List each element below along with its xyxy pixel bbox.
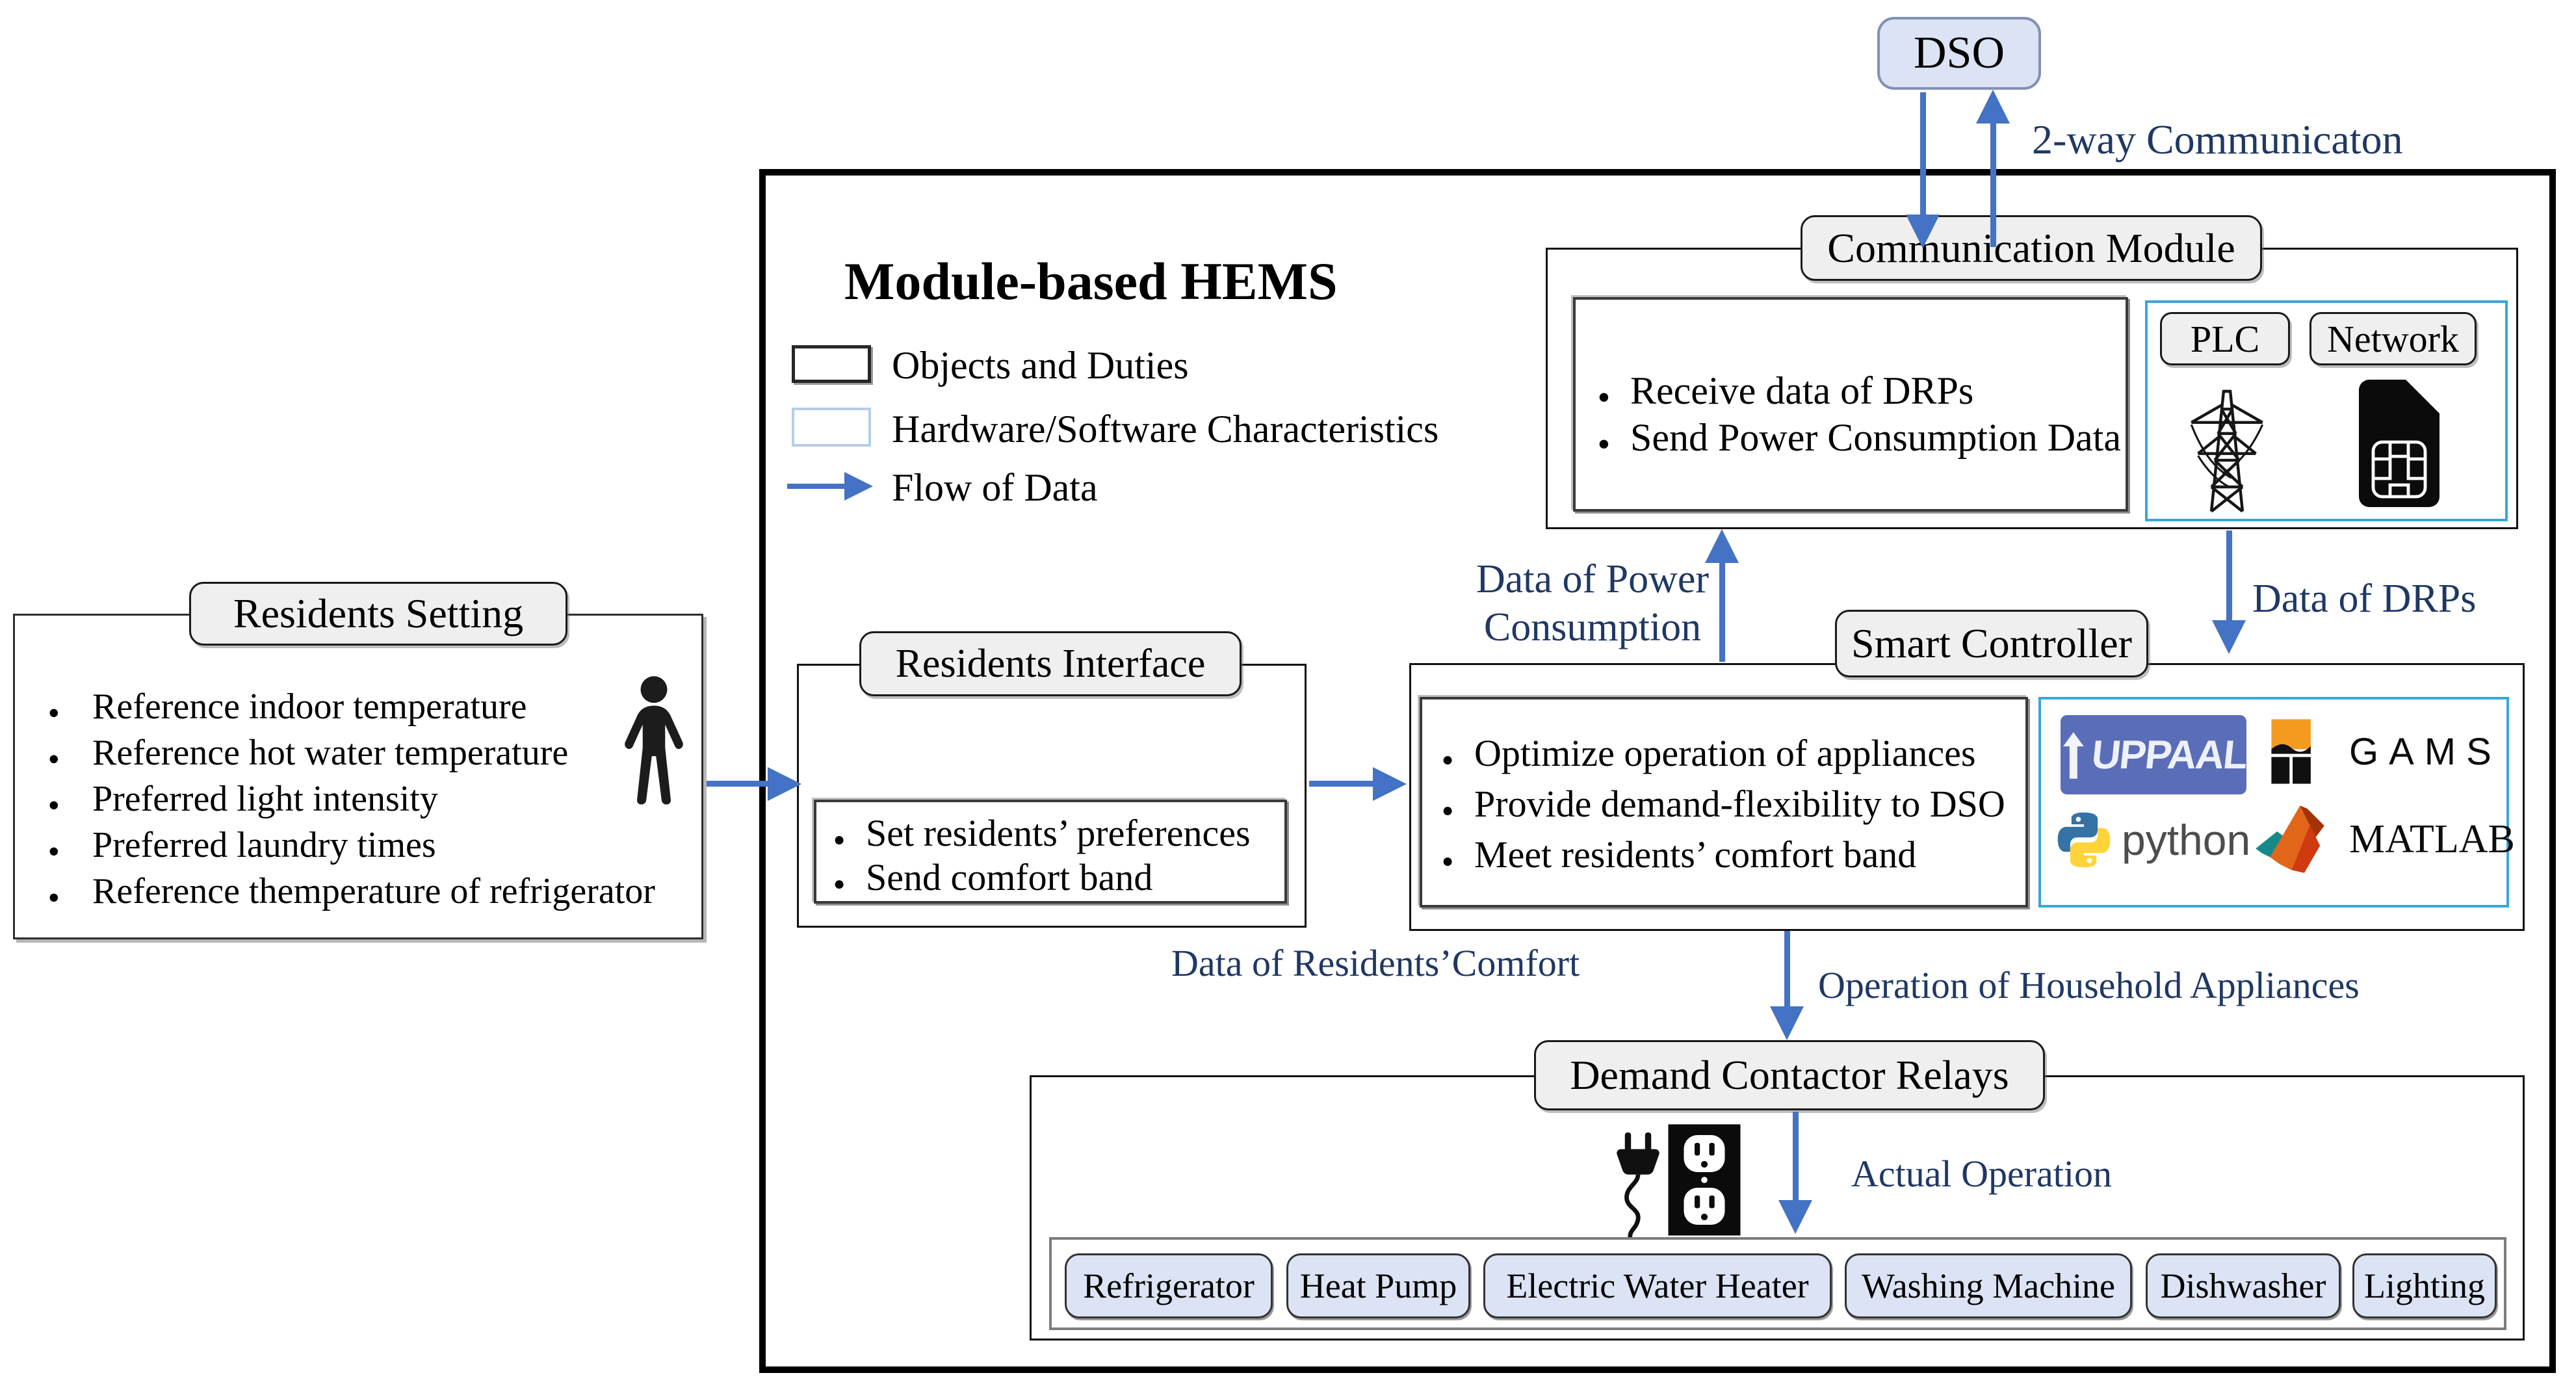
demand-relays-header: Demand Contactor Relays: [1534, 1040, 2045, 1110]
uppaal-logo: UPPAAL: [2061, 715, 2249, 794]
ri-to-smart-arrow-line: [1309, 781, 1375, 787]
person-icon: [625, 676, 683, 805]
appliance-label: Refrigerator: [1083, 1266, 1255, 1305]
comm-duty-item: Send Power Consumption Data: [1594, 414, 2126, 467]
appliance-dishwasher: Dishwasher: [2146, 1253, 2341, 1318]
residents-setting-header: Residents Setting: [189, 582, 567, 646]
hems-outer-box: [759, 169, 2556, 1373]
plc-label: PLC: [2190, 317, 2260, 360]
appliance-refrigerator: Refrigerator: [1065, 1253, 1273, 1318]
dso-up-arrow-line: [1990, 121, 1996, 247]
actual-operation-label: Actual Operation: [1851, 1153, 2113, 1195]
smart-controller-header: Smart Controller: [1835, 610, 2148, 677]
appliance-heat-pump: Heat Pump: [1286, 1253, 1470, 1318]
smart-to-dcr-arrow-head: [1770, 1006, 1804, 1040]
matlab-icon: [2256, 805, 2324, 873]
appliance-label: Dishwasher: [2160, 1266, 2326, 1305]
matlab-logo: MATLAB: [2254, 801, 2515, 878]
uppaal-arrow-icon: [2062, 732, 2084, 779]
appliance-label: Electric Water Heater: [1506, 1266, 1809, 1305]
appliance-lighting: Lighting: [2352, 1253, 2497, 1318]
smart-duty-item: Optimize operation of appliances: [1438, 728, 2025, 785]
legend-objects-swatch: [792, 345, 871, 383]
ri-duty-item: Send comfort band: [829, 856, 1284, 906]
residents-setting-title: Residents Setting: [233, 590, 524, 636]
smart-to-dcr-arrow-line: [1784, 931, 1790, 1009]
sim-card-icon: [2359, 380, 2439, 507]
transmission-tower-icon: [2190, 389, 2264, 513]
plug-icon: [1617, 1132, 1659, 1238]
appliance-label: Washing Machine: [1861, 1266, 2116, 1305]
python-label: python: [2122, 816, 2251, 864]
dso-down-arrow-head: [1906, 215, 1940, 248]
smart-duty-item: Meet residents’ comfort band: [1438, 830, 2025, 886]
legend-flow-label: Flow of Data: [892, 466, 1098, 509]
residents-setting-item: Preferred light intensity: [47, 776, 655, 828]
smart-duties-box: Optimize operation of appliances Provide…: [1420, 697, 2028, 908]
dso-down-arrow-line: [1920, 92, 1926, 217]
page-title: Module-based HEMS: [844, 252, 1338, 311]
uppaal-label: UPPAAL: [2089, 732, 2249, 778]
communication-module-header: Communication Module: [1801, 215, 2262, 281]
dso-node: DSO: [1877, 17, 2041, 90]
demand-relays-title: Demand Contactor Relays: [1570, 1052, 2009, 1098]
rs-to-ri-arrow-head: [768, 767, 801, 801]
python-logo: python: [2053, 809, 2250, 871]
operation-label: Operation of Household Appliances: [1818, 964, 2360, 1006]
ri-duty-item: Set residents’ preferences: [829, 811, 1284, 861]
plc-chip: PLC: [2160, 312, 2290, 365]
legend-objects-label: Objects and Duties: [892, 344, 1189, 387]
appliance-electric-water-heater: Electric Water Heater: [1483, 1253, 1832, 1318]
residents-setting-item: Reference hot water temperature: [47, 730, 655, 782]
power-up-arrow-head: [1705, 529, 1739, 563]
smart-controller-title: Smart Controller: [1851, 620, 2132, 666]
matlab-label: MATLAB: [2349, 817, 2515, 861]
network-label: Network: [2327, 317, 2459, 360]
gams-label: GAMS: [2349, 730, 2502, 773]
smart-duty-item: Provide demand-flexibility to DSO: [1438, 779, 2025, 835]
appliance-washing-machine: Washing Machine: [1845, 1253, 2132, 1318]
appliance-label: Lighting: [2364, 1266, 2485, 1305]
drps-down-arrow-line: [2226, 530, 2232, 623]
residents-comfort-label: Data of Residents’Comfort: [1171, 942, 1580, 984]
outlet-icon: [1668, 1124, 1741, 1236]
legend-flow-arrow-head: [844, 472, 873, 501]
ri-to-smart-arrow-head: [1373, 767, 1407, 801]
residents-interface-header: Residents Interface: [859, 631, 1242, 696]
residents-interface-duties-box: Set residents’ preferences Send comfort …: [814, 800, 1287, 906]
python-icon: [2057, 812, 2111, 868]
power-consumption-label-line1: Data of Power: [1476, 557, 1710, 601]
residents-interface-title: Residents Interface: [895, 641, 1206, 686]
power-consumption-label-line2: Consumption: [1483, 605, 1702, 649]
drps-label: Data of DRPs: [2252, 577, 2477, 621]
gams-icon: [2271, 719, 2311, 784]
power-up-arrow-line: [1719, 560, 1725, 662]
two-way-label: 2-way Communicaton: [2032, 116, 2403, 163]
residents-setting-item: Preferred laundry times: [47, 822, 655, 874]
drps-down-arrow-head: [2212, 620, 2246, 654]
appliance-label: Heat Pump: [1299, 1266, 1457, 1305]
residents-setting-item: Reference indoor temperature: [47, 684, 655, 736]
residents-setting-item: Reference themperature of refrigerator: [47, 869, 655, 921]
residents-setting-list: Reference indoor temperature Reference h…: [47, 684, 655, 921]
comm-duty-item: Receive data of DRPs: [1594, 367, 2126, 420]
legend-hardware-label: Hardware/Software Characteristics: [892, 408, 1439, 451]
communication-duties-box: Receive data of DRPs Send Power Consumpt…: [1573, 297, 2128, 512]
communication-module-title: Communication Module: [1827, 224, 2235, 271]
rs-to-ri-arrow-line: [707, 781, 769, 787]
legend-flow-arrow-line: [787, 484, 847, 489]
legend-hardware-swatch: [792, 408, 871, 447]
dcr-down-arrow-head: [1778, 1200, 1812, 1234]
dso-label: DSO: [1913, 28, 2005, 78]
dso-up-arrow-head: [1976, 90, 2010, 124]
network-chip: Network: [2309, 312, 2477, 365]
dcr-down-arrow-line: [1793, 1112, 1799, 1203]
gams-logo: GAMS: [2270, 718, 2502, 785]
